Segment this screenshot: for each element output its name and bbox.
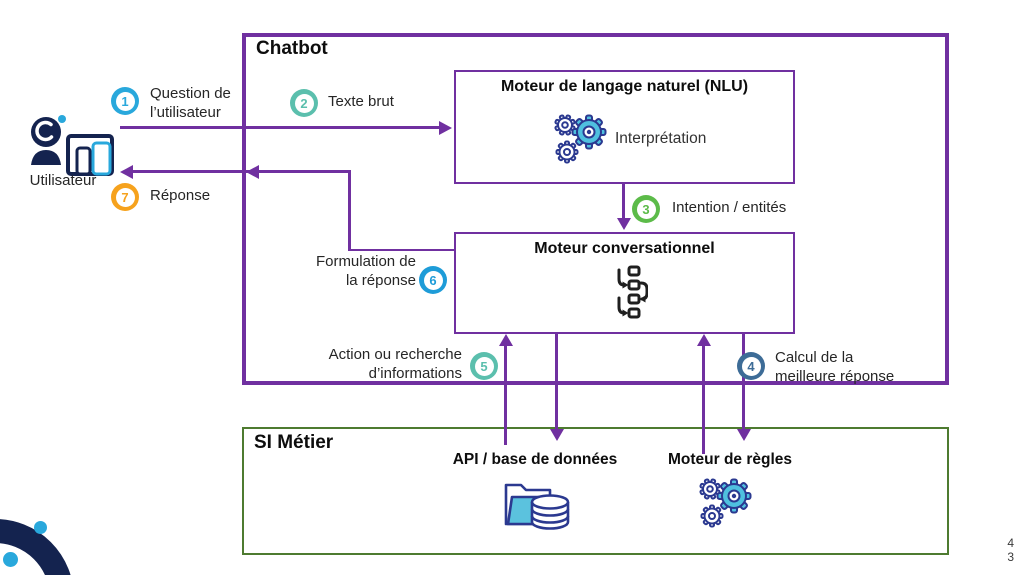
step-badge-2: 2: [290, 89, 318, 117]
step-label-5: Action ou recherche d’informations: [328, 346, 462, 382]
arrow-down-rules-head: [736, 429, 751, 441]
arrow-down-api-head: [549, 429, 564, 441]
arrow-response-mid-head: [246, 164, 259, 179]
step-badge-5: 5: [470, 352, 498, 380]
rules-engine-label: Moteur de règles: [667, 451, 793, 468]
arrow-down-api-line: [555, 333, 558, 431]
arrow-up-rules-line: [702, 338, 705, 454]
arrow-intention-line: [622, 182, 625, 219]
arrow-response-line: [132, 170, 350, 173]
flowchart-icon: [617, 265, 648, 319]
folder-database-icon: [504, 483, 570, 530]
step-badge-4: 4: [737, 352, 765, 380]
arrow-down-rules-line: [742, 333, 745, 431]
api-db-label: API / base de données: [452, 451, 618, 468]
brand-logo-dot: [3, 552, 18, 567]
arrow-response-horizontal: [348, 248, 454, 252]
step-badge-1: 1: [111, 87, 139, 115]
step-label-3: Intention / entités: [672, 199, 787, 216]
step-badge-6: 6: [419, 266, 447, 294]
si-metier-box-title: SI Métier: [254, 432, 334, 453]
step-label-4: Calcul de la meilleure réponse: [775, 349, 895, 385]
page-number: 4 3: [1007, 536, 1014, 564]
chatbot-box-title: Chatbot: [256, 38, 328, 59]
conversational-engine-title: Moteur conversationnel: [534, 240, 715, 257]
arrow-up-rules-head: [696, 334, 711, 346]
step-label-1: Question de l’utilisateur: [150, 85, 231, 121]
arrow-up-api-head: [498, 334, 513, 346]
arrow-response-vertical: [348, 170, 351, 251]
nlu-box: Moteur de langage naturel (NLU): [454, 70, 795, 184]
step-label-6: Formulation de la réponse: [315, 253, 416, 289]
step-label-2: Texte brut: [328, 93, 394, 110]
arrow-question-head: [439, 120, 452, 135]
si-metier-container-box: [242, 427, 949, 555]
chatbot-container-box: [242, 33, 949, 385]
nlu-box-title: Moteur de langage naturel (NLU): [500, 78, 749, 95]
arrow-question-line: [120, 126, 440, 129]
step-label-7: Réponse: [150, 187, 211, 204]
arrow-response-head: [120, 164, 133, 179]
gears-icon: [699, 478, 752, 528]
user-devices-icon: [31, 115, 114, 176]
gears-icon: [554, 114, 607, 164]
arrow-intention-head: [616, 218, 631, 230]
brand-logo-dot: [34, 521, 47, 534]
nlu-caption: Interprétation: [615, 130, 707, 147]
user-label: Utilisateur: [29, 172, 97, 189]
step-badge-7: 7: [111, 183, 139, 211]
arrow-up-api-line: [504, 338, 507, 445]
step-badge-3: 3: [632, 195, 660, 223]
